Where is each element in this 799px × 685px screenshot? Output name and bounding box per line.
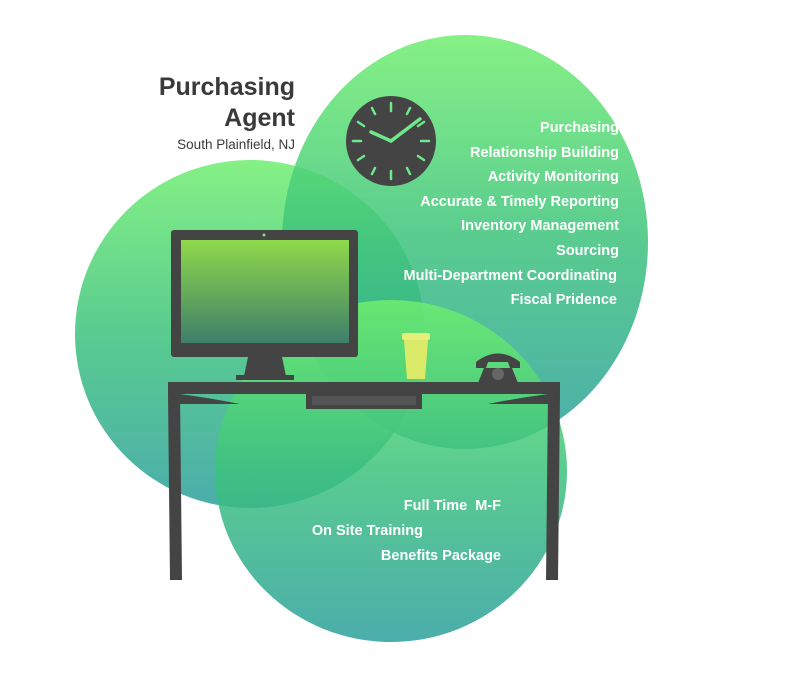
skill-item: Purchasing (540, 120, 619, 136)
telephone-icon (476, 353, 520, 383)
skill-item: Fiscal Pridence (510, 292, 617, 309)
skill-item: Multi-Department Coordinating (403, 267, 617, 284)
skill-item: Accurate & Timely Reporting (420, 193, 619, 210)
perks-list: Full Time M-F On Site Training Benefits … (300, 494, 501, 568)
skills-list: Purchasing Relationship Building Activit… (404, 116, 619, 313)
desk (168, 382, 560, 580)
perk-item: Full Time M-F (403, 498, 501, 514)
perk-item: On Site Training (311, 522, 423, 539)
perk-item: Benefits Package (380, 547, 501, 564)
skill-item: Inventory Management (461, 218, 619, 235)
skill-item: Sourcing (556, 242, 619, 259)
title-line-2: Agent (224, 104, 295, 132)
monitor-icon (171, 230, 358, 380)
skill-item: Activity Monitoring (487, 169, 619, 186)
job-title: Purchasing Agent (120, 72, 295, 134)
title-line-1: Purchasing (158, 73, 295, 101)
clock-icon (346, 96, 436, 186)
skill-item: Relationship Building (469, 144, 619, 161)
coffee-cup-icon (402, 333, 430, 379)
location: South Plainfield, NJ (177, 137, 295, 152)
